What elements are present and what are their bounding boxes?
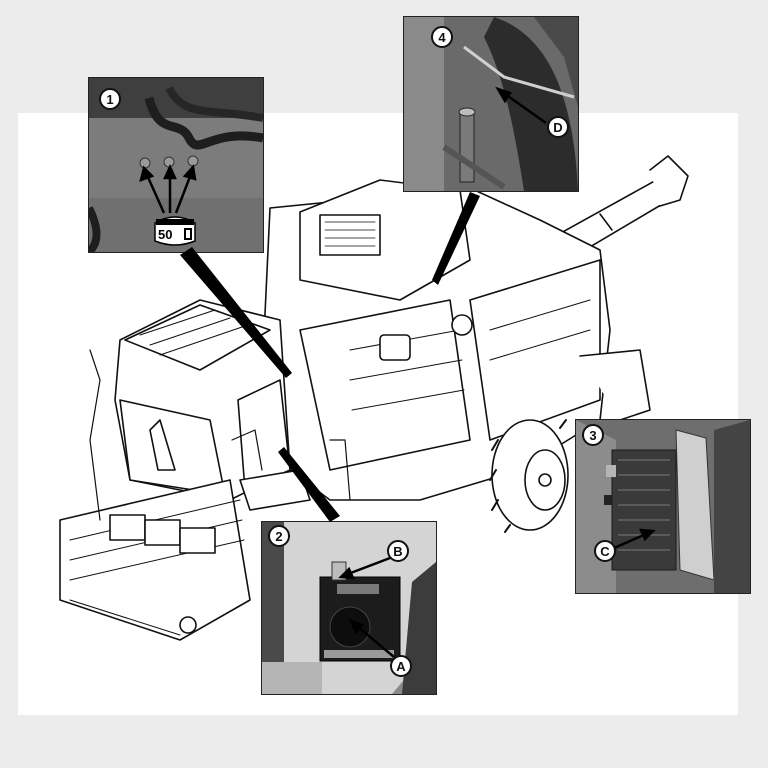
inset-3-scene <box>576 420 750 593</box>
operator-cab <box>114 299 291 501</box>
inset-3-arrow <box>613 528 656 550</box>
inset-number-2: 2 <box>268 525 290 547</box>
callout-letter-b: B <box>387 540 409 562</box>
inset-1-arrows <box>139 163 197 214</box>
machine-body <box>259 179 651 501</box>
inset-number-4: 4 <box>431 26 453 48</box>
inset-photo-1: 50 1 <box>88 77 264 253</box>
inset-2-arrows <box>338 556 395 658</box>
inset-2-scene <box>262 522 436 694</box>
inset-4-scene <box>404 17 578 191</box>
inset-photo-4: 4 D <box>403 16 579 192</box>
grease-fitting-icon <box>184 228 192 240</box>
callout-letter-d: D <box>547 116 569 138</box>
grease-interval-icon: 50 <box>152 213 198 247</box>
inset-4-arrow <box>495 86 547 125</box>
inset-number-3: 3 <box>582 424 604 446</box>
front-header <box>59 349 251 641</box>
inset-number-1: 1 <box>99 88 121 110</box>
inset-photo-2: 2 B A <box>261 521 437 695</box>
grease-interval-label: 50 <box>158 227 173 242</box>
inset-photo-3: 3 C <box>575 419 751 594</box>
inset-1-scene <box>89 78 263 252</box>
callout-letter-a: A <box>390 655 412 677</box>
drive-wheel <box>489 419 569 533</box>
callout-letter-c: C <box>594 540 616 562</box>
